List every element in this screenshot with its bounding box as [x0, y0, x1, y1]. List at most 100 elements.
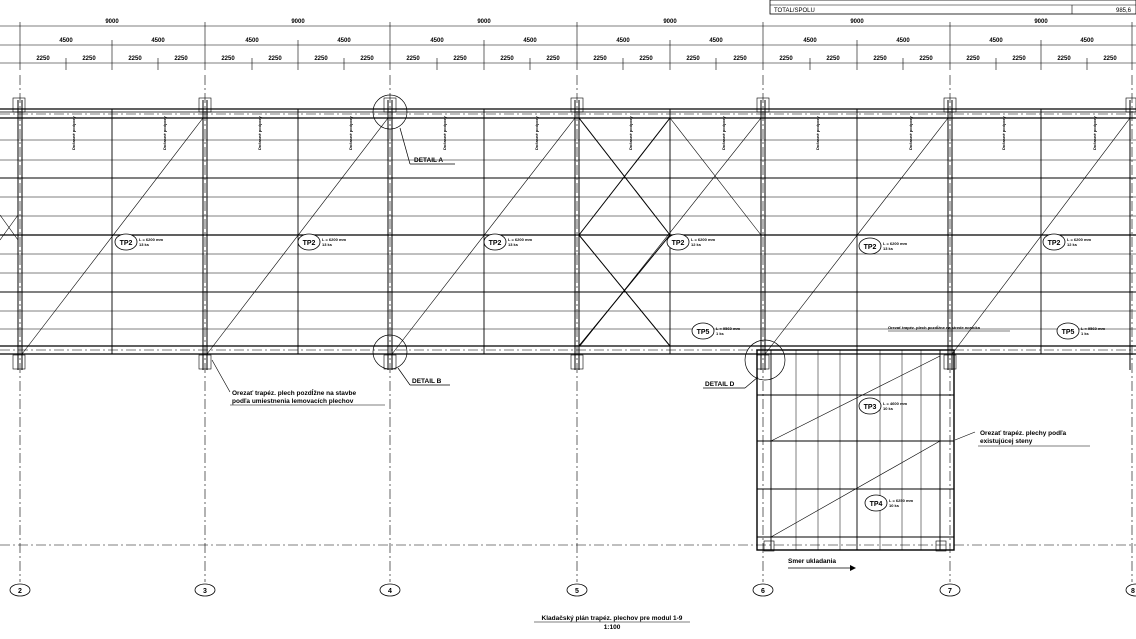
axis-bubble-2: 2 [9, 583, 31, 597]
support-label-2: Dočasné podpory [162, 115, 167, 150]
dim-2250-12: 2250 [546, 56, 560, 62]
dim-2250-21: 2250 [966, 56, 980, 62]
direction-arrow-icon [850, 565, 856, 571]
support-label-3: Dočasné podpory [257, 115, 262, 150]
panel-tag-tp2-4: TP2 L = 6200 mm 12 ks [666, 233, 715, 251]
axis-bubble-6: 6 [752, 583, 774, 597]
support-label-11: Dočasné podpory [1001, 115, 1006, 150]
note-cut-wall-2: existujúcej steny [980, 438, 1033, 445]
detail-a-circle [372, 94, 408, 130]
dim-2250-14: 2250 [639, 56, 653, 62]
detail-d-circle [744, 339, 786, 381]
dim-2250-6: 2250 [268, 56, 282, 62]
panel-tag-tp2-5: TP2 L = 6200 mm 13 ks [858, 237, 907, 255]
detail-b-circle [372, 334, 408, 370]
note-cut-long-1: Orezať trapéz. plech pozdĺžne na stavbe [232, 388, 357, 397]
note-direction: Smer ukladania [788, 558, 836, 565]
svg-text:TP2: TP2 [672, 240, 685, 247]
panel-tag-tp2-1: TP2 L = 6200 mm 13 ks [114, 233, 163, 251]
dim-2250-2: 2250 [82, 56, 96, 62]
svg-text:1 ks: 1 ks [1081, 331, 1090, 336]
panel-tag-tp2-6: TP2 L = 6200 mm 12 ks [1042, 233, 1091, 251]
dim-2250-19: 2250 [873, 56, 887, 62]
svg-text:L = 9560 mm: L = 9560 mm [1081, 326, 1105, 331]
dim-4500-5: 4500 [430, 38, 444, 44]
svg-text:TP5: TP5 [697, 329, 710, 336]
notes: Orezať trapéz. plech pozdĺžne na stavbe … [211, 325, 1090, 571]
svg-text:13 ks: 13 ks [322, 242, 333, 247]
dim-2250-10: 2250 [453, 56, 467, 62]
svg-text:13 ks: 13 ks [508, 242, 519, 247]
svg-text:TP2: TP2 [489, 240, 502, 247]
main-deck [0, 97, 1136, 370]
svg-text:L = 6250 mm: L = 6250 mm [889, 498, 913, 503]
svg-text:TP2: TP2 [864, 244, 877, 251]
detail-a-label: DETAIL A [414, 157, 443, 164]
svg-text:8: 8 [1131, 588, 1135, 595]
support-label-8: Dočasné podpory [721, 115, 726, 150]
dim-4500-7: 4500 [616, 38, 630, 44]
dim-2250-20: 2250 [919, 56, 933, 62]
support-label-9: Dočasné podpory [815, 115, 820, 150]
dim-9000-3: 9000 [477, 19, 491, 25]
svg-text:13 ks: 13 ks [883, 246, 894, 251]
axis-bubble-8: 8 [1125, 583, 1136, 597]
note-cut-long-2: podľa umiestnenia lemovacích plechov [232, 398, 354, 405]
dim-2250-5: 2250 [221, 56, 235, 62]
svg-text:L = 6200 mm: L = 6200 mm [1067, 237, 1091, 242]
dim-2250-13: 2250 [593, 56, 607, 62]
svg-text:L = 6200 mm: L = 6200 mm [883, 241, 907, 246]
detail-d-label: DETAIL D [705, 381, 735, 388]
panel-tag-tp5-2: TP5 L = 9560 mm 1 ks [1056, 322, 1105, 340]
svg-text:13 ks: 13 ks [139, 242, 150, 247]
dim-4500-10: 4500 [896, 38, 910, 44]
svg-text:TP5: TP5 [1062, 329, 1075, 336]
svg-text:12 ks: 12 ks [1067, 242, 1078, 247]
support-label-6: Dočasné podpory [534, 115, 539, 150]
dim-9000-5: 9000 [850, 19, 864, 25]
panel-tag-tp5-1: TP5 L = 9560 mm 1 ks [691, 322, 740, 340]
support-label-1: Dočasné podpory [71, 115, 76, 150]
dim-9000-2: 9000 [291, 19, 305, 25]
summary-total-value: 985,6 [1116, 8, 1132, 14]
axis-bubble-5: 5 [566, 583, 588, 597]
svg-text:L = 6200 mm: L = 6200 mm [322, 237, 346, 242]
dim-2250-24: 2250 [1103, 56, 1117, 62]
axis-bubble-4: 4 [379, 583, 401, 597]
support-label-5: Dočasné podpory [442, 115, 447, 150]
svg-text:L = 9560 mm: L = 9560 mm [716, 326, 740, 331]
support-label-7: Dočasné podpory [628, 115, 633, 150]
svg-text:6: 6 [761, 588, 765, 595]
drawing-title: Kladačský plán trapéz. plechov pre modul… [534, 615, 690, 631]
support-label-4: Dočasné podpory [348, 115, 353, 150]
dim-2250-7: 2250 [314, 56, 328, 62]
svg-text:12 ks: 12 ks [691, 242, 702, 247]
svg-text:3: 3 [203, 588, 207, 595]
svg-text:10 ks: 10 ks [883, 406, 894, 411]
panel-tag-tp2-2: TP2 L = 6200 mm 13 ks [297, 233, 346, 251]
axis-bubble-3: 3 [194, 583, 216, 597]
title-line-1: Kladačský plán trapéz. plechov pre modul… [542, 615, 683, 622]
dim-9000-1: 9000 [105, 19, 119, 25]
dim-2250-22: 2250 [1012, 56, 1026, 62]
svg-text:4: 4 [388, 588, 392, 595]
dim-2250-18: 2250 [826, 56, 840, 62]
dim-2250-11: 2250 [500, 56, 514, 62]
svg-text:10 ks: 10 ks [889, 503, 900, 508]
axis-bubbles: 2 3 4 5 6 7 8 [9, 583, 1136, 597]
svg-text:L = 6200 mm: L = 6200 mm [691, 237, 715, 242]
svg-text:TP4: TP4 [870, 501, 883, 508]
dim-9000-6: 9000 [1034, 19, 1048, 25]
svg-text:2: 2 [18, 588, 22, 595]
title-line-2: 1:100 [604, 624, 621, 631]
svg-text:TP3: TP3 [864, 404, 877, 411]
dim-4500-2: 4500 [151, 38, 165, 44]
panel-tag-tp2-3: TP2 L = 6200 mm 13 ks [483, 233, 532, 251]
summary-table: TOTAL/SPOLU 985,6 [769, 0, 1136, 15]
axis-lines [0, 75, 1136, 582]
svg-text:7: 7 [948, 588, 952, 595]
dim-9000-4: 9000 [663, 19, 677, 25]
axis-bubble-7: 7 [939, 583, 961, 597]
dim-4500-8: 4500 [709, 38, 723, 44]
